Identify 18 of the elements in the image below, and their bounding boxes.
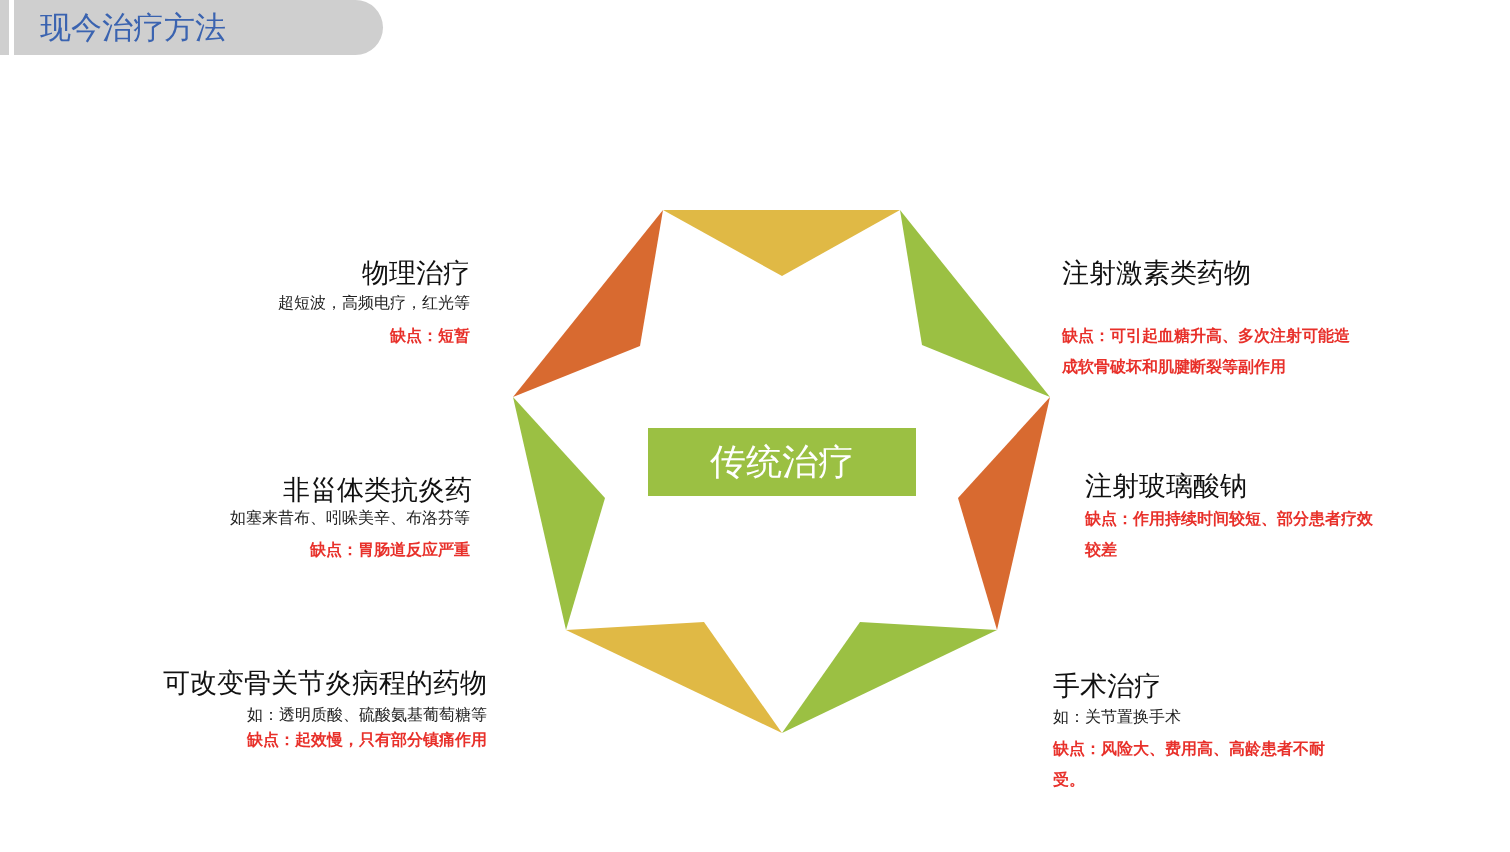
slide-title: 现今治疗方法 — [40, 8, 226, 47]
drawback-text: 缺点：短暂 — [390, 325, 470, 347]
drawback-text: 缺点：风险大、费用高、高龄患者不耐受。 — [1053, 738, 1326, 791]
center-box: 传统治疗 — [648, 428, 916, 496]
example-text: 如：透明质酸、硫酸氨基葡萄糖等 — [247, 705, 487, 726]
example-text: 超短波，高频电疗，红光等 — [278, 293, 470, 314]
drawback-text: 缺点：可引起血糖升高、多次注射可能造成软骨破坏和肌腱断裂等副作用 — [1062, 325, 1351, 378]
category-heading: 手术治疗 — [1053, 669, 1161, 703]
drawback-text: 缺点：作用持续时间较短、部分患者疗效较差 — [1085, 508, 1374, 561]
category-heading: 物理治疗 — [362, 256, 470, 290]
example-text: 如塞来昔布、吲哚美辛、布洛芬等 — [230, 508, 470, 529]
category-heading: 非甾体类抗炎药 — [283, 473, 472, 507]
drawback-text: 缺点：起效慢，只有部分镇痛作用 — [247, 729, 487, 751]
category-heading: 注射玻璃酸钠 — [1085, 469, 1247, 503]
example-text: 如：关节置换手术 — [1053, 707, 1181, 728]
category-heading: 可改变骨关节炎病程的药物 — [163, 666, 487, 700]
category-heading: 注射激素类药物 — [1062, 256, 1251, 290]
drawback-text: 缺点：胃肠道反应严重 — [310, 539, 470, 561]
